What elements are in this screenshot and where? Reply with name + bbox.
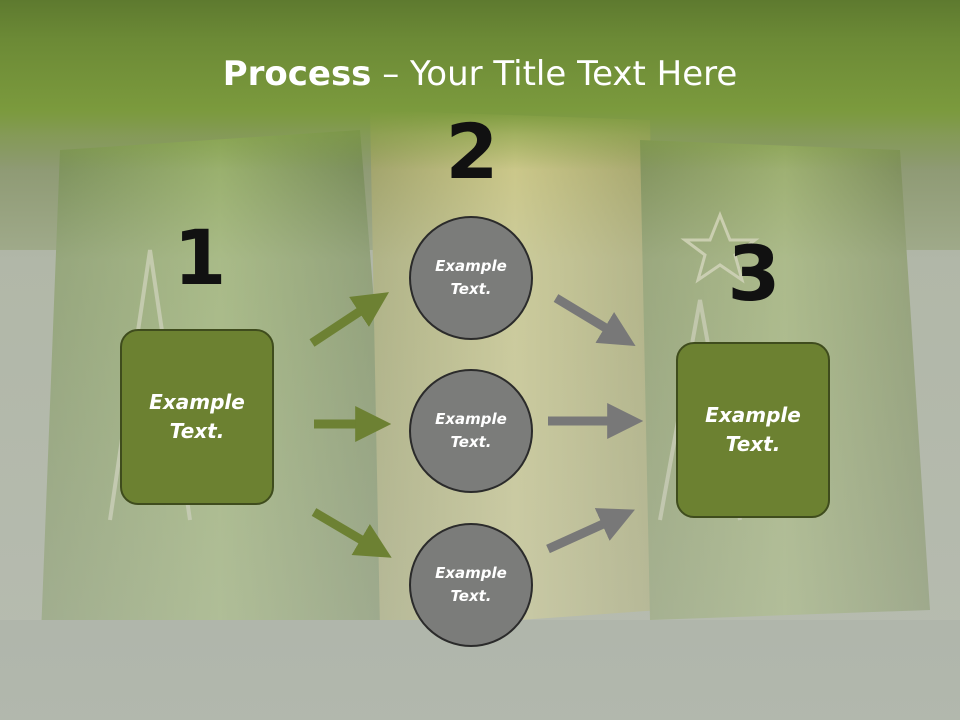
right-process-box: Example Text.: [676, 342, 830, 518]
step-number-2: 2: [445, 107, 499, 196]
arrow-bottom-to-right: [546, 508, 635, 554]
arrow-left-to-top: [309, 292, 390, 347]
left-process-box: Example Text.: [120, 329, 274, 505]
process-circle-middle-text: Example Text.: [435, 410, 507, 451]
process-circle-middle: Example Text.: [409, 369, 533, 493]
slide-title: Process – Your Title Text Here: [0, 52, 960, 96]
title-rest-part: – Your Title Text Here: [371, 54, 738, 94]
right-process-box-text: Example Text.: [705, 403, 801, 456]
process-circle-top-text: Example Text.: [435, 257, 507, 298]
step-number-1: 1: [173, 213, 227, 302]
title-bold-part: Process: [222, 54, 372, 94]
process-circle-bottom: Example Text.: [409, 523, 533, 647]
step-number-3: 3: [727, 229, 781, 318]
process-circle-bottom-text: Example Text.: [435, 564, 507, 605]
arrow-left-to-bottom: [311, 508, 392, 558]
left-process-box-text: Example Text.: [149, 390, 245, 443]
arrow-top-to-right: [553, 294, 636, 347]
process-circle-top: Example Text.: [409, 216, 533, 340]
title-bar: [0, 0, 960, 170]
